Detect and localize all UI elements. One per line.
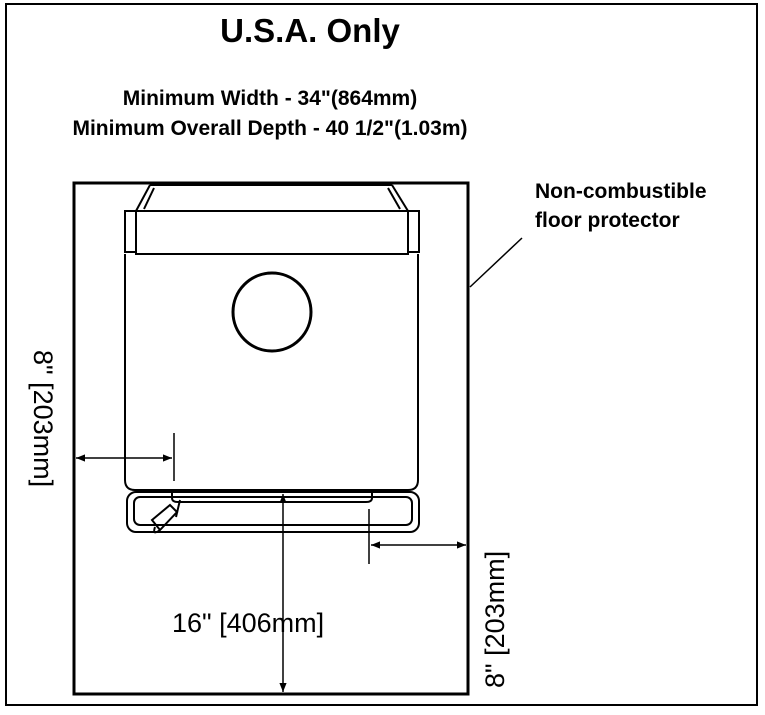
flue-collar bbox=[231, 271, 313, 353]
callout-leader-line bbox=[469, 237, 523, 288]
right-clearance-dimension bbox=[368, 509, 466, 564]
floor-protector-outline bbox=[72, 181, 470, 696]
minimum-width-requirement: Minimum Width - 34"(864mm) bbox=[122, 87, 418, 110]
side-handle bbox=[150, 503, 179, 534]
stove-top-ledge bbox=[124, 184, 420, 255]
diagram-frame bbox=[5, 3, 758, 706]
callout-line-1: Non-combustible bbox=[535, 180, 707, 203]
minimum-depth-requirement: Minimum Overall Depth - 40 1/2"(1.03m) bbox=[72, 117, 468, 140]
floor-protector-callout: Non-combustible floor protector bbox=[535, 177, 707, 235]
callout-line-2: floor protector bbox=[535, 209, 680, 232]
ash-pan-assembly bbox=[126, 491, 420, 533]
right-clearance-label: 8" [203mm] bbox=[480, 550, 510, 688]
front-clearance-label: 16" [406mm] bbox=[172, 608, 325, 638]
left-clearance-dimension bbox=[76, 433, 175, 481]
stove-body bbox=[124, 254, 419, 491]
diagram-title: U.S.A. Only bbox=[220, 12, 400, 49]
left-clearance-label: 8" [203mm] bbox=[28, 350, 58, 488]
